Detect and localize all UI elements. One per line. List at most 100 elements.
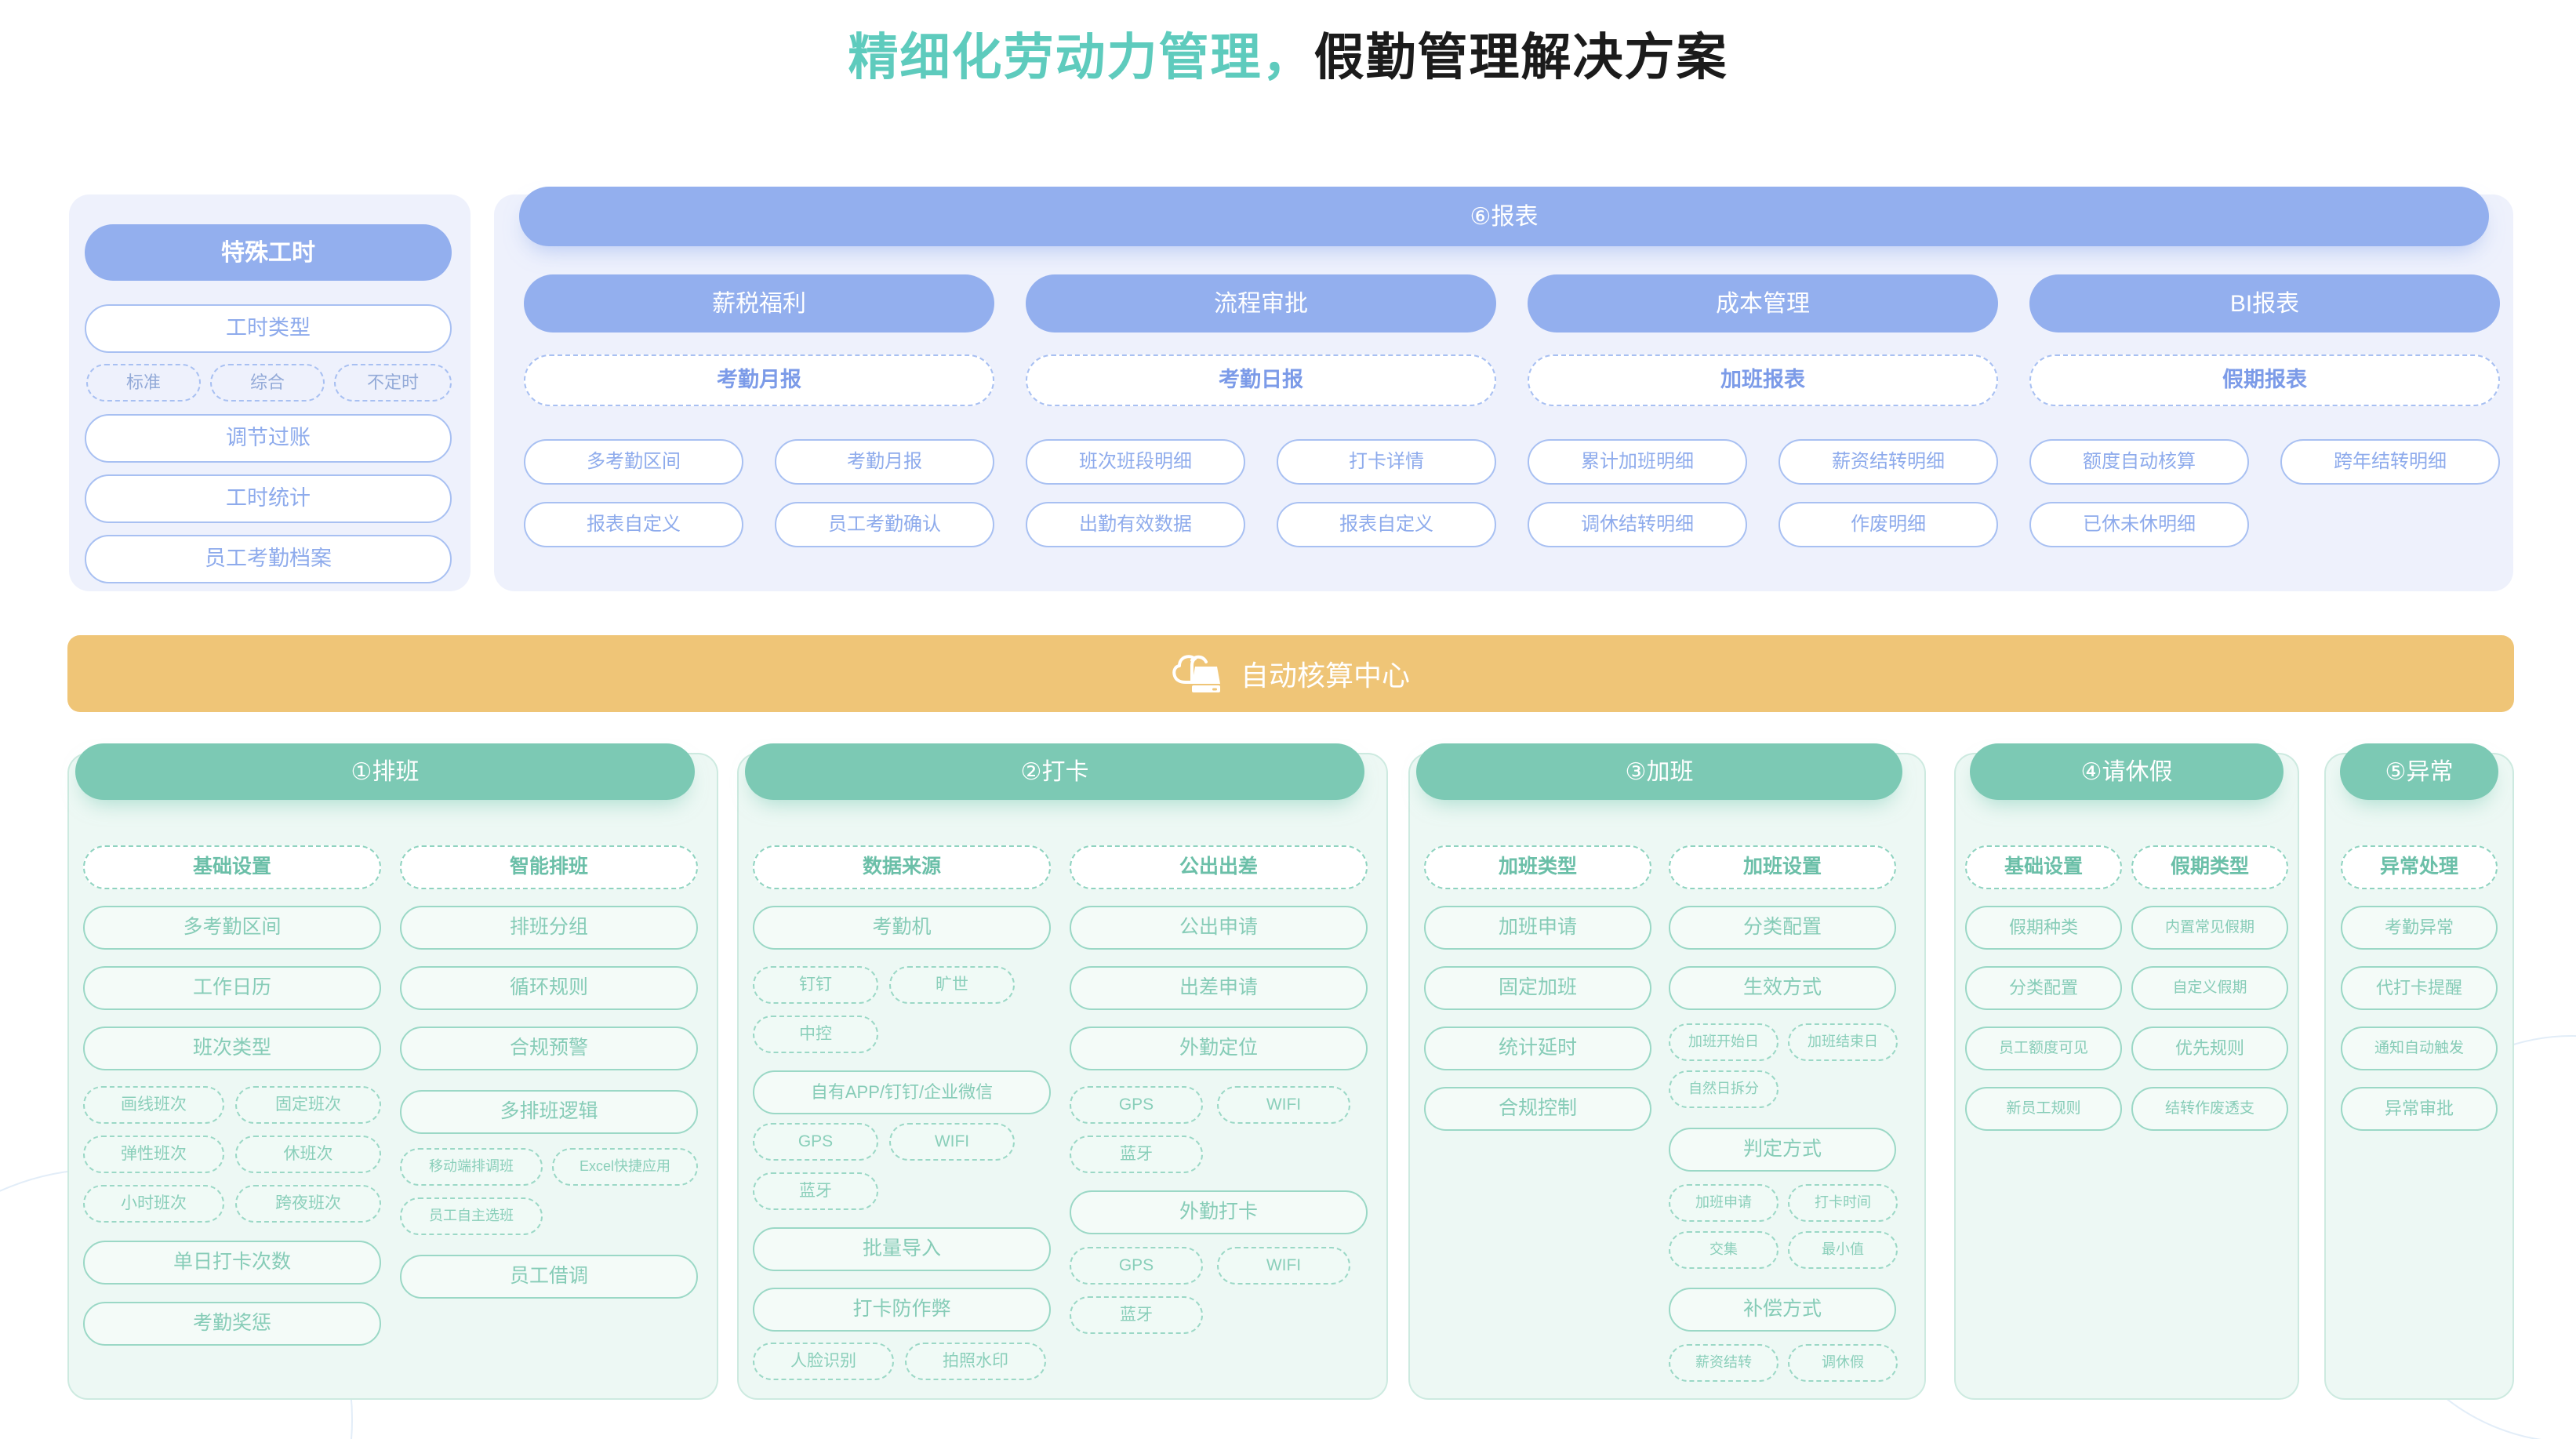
report-category-1[interactable]: 流程审批: [1026, 274, 1496, 332]
leave-left-item-1[interactable]: 分类配置: [1965, 966, 2122, 1010]
leave-left-section[interactable]: 基础设置: [1965, 845, 2122, 889]
overtime-decision-item[interactable]: 判定方式: [1669, 1128, 1896, 1172]
overtime-right-item-0[interactable]: 分类配置: [1669, 906, 1896, 950]
clockin-field-tag-2[interactable]: 蓝牙: [1070, 1296, 1203, 1334]
leave-left-item-0[interactable]: 假期种类: [1965, 906, 2122, 950]
scheduling-right-item-3[interactable]: 多排班逻辑: [400, 1090, 698, 1134]
overtime-right-item-1[interactable]: 生效方式: [1669, 966, 1896, 1010]
overtime-decision-tag-2[interactable]: 交集: [1669, 1231, 1778, 1269]
clockin-trip-item-2[interactable]: 外勤定位: [1070, 1027, 1368, 1070]
clockin-field-tag-0[interactable]: GPS: [1070, 1247, 1203, 1285]
overtime-decision-tag-0[interactable]: 加班申请: [1669, 1184, 1778, 1222]
clockin-trip-tag-2[interactable]: 蓝牙: [1070, 1136, 1203, 1173]
overtime-left-item-1[interactable]: 固定加班: [1424, 966, 1651, 1010]
special-hours-item-0[interactable]: 工时类型: [85, 304, 452, 353]
overtime-compensation-tag-1[interactable]: 调休假: [1788, 1344, 1898, 1382]
leave-left-item-3[interactable]: 新员工规则: [1965, 1087, 2122, 1131]
clockin-trip-tag-1[interactable]: WIFI: [1217, 1086, 1350, 1124]
exception-item-0[interactable]: 考勤异常: [2341, 906, 2498, 950]
report-leaf-r2-4[interactable]: 调休结转明细: [1528, 502, 1747, 547]
report-leaf-r2-3[interactable]: 报表自定义: [1277, 502, 1496, 547]
report-leaf-r1-4[interactable]: 累计加班明细: [1528, 439, 1747, 485]
scheduling-left-tag-5[interactable]: 跨夜班次: [235, 1185, 381, 1223]
scheduling-left-tag-0[interactable]: 画线班次: [83, 1086, 224, 1124]
scheduling-right-tag-0[interactable]: 移动端排调班: [400, 1148, 543, 1186]
overtime-left-section[interactable]: 加班类型: [1424, 845, 1651, 889]
scheduling-left-tag-4[interactable]: 小时班次: [83, 1185, 224, 1223]
clockin-antifraud-tag-1[interactable]: 拍照水印: [905, 1343, 1046, 1380]
report-leaf-r1-0[interactable]: 多考勤区间: [524, 439, 743, 485]
overtime-compensation-tag-0[interactable]: 薪资结转: [1669, 1344, 1778, 1382]
clockin-device-item[interactable]: 考勤机: [753, 906, 1051, 950]
clockin-bulk-import-item[interactable]: 批量导入: [753, 1227, 1051, 1271]
overtime-left-item-2[interactable]: 统计延时: [1424, 1027, 1651, 1070]
overtime-left-item-3[interactable]: 合规控制: [1424, 1087, 1651, 1131]
overtime-right-tag-split[interactable]: 自然日拆分: [1669, 1070, 1778, 1108]
scheduling-right-tag-2[interactable]: 员工自主选班: [400, 1197, 543, 1235]
clockin-trip-tag-0[interactable]: GPS: [1070, 1086, 1203, 1124]
report-leaf-r2-5[interactable]: 作废明细: [1778, 502, 1998, 547]
work-type-tag-0[interactable]: 标准: [86, 364, 201, 402]
clockin-app-tag-1[interactable]: WIFI: [889, 1123, 1015, 1161]
exception-item-2[interactable]: 通知自动触发: [2341, 1027, 2498, 1070]
clockin-device-tag-2[interactable]: 中控: [753, 1016, 878, 1053]
scheduling-left-item-0[interactable]: 多考勤区间: [83, 906, 381, 950]
clockin-field-item[interactable]: 外勤打卡: [1070, 1190, 1368, 1234]
scheduling-left-item2-0[interactable]: 单日打卡次数: [83, 1241, 381, 1285]
clockin-field-tag-1[interactable]: WIFI: [1217, 1247, 1350, 1285]
scheduling-right-item-2[interactable]: 合规预警: [400, 1027, 698, 1070]
report-leaf-r1-5[interactable]: 薪资结转明细: [1778, 439, 1998, 485]
clockin-trip-item-0[interactable]: 公出申请: [1070, 906, 1368, 950]
overtime-right-section[interactable]: 加班设置: [1669, 845, 1896, 889]
work-type-tag-2[interactable]: 不定时: [334, 364, 452, 402]
report-leaf-r2-0[interactable]: 报表自定义: [524, 502, 743, 547]
scheduling-left-item-1[interactable]: 工作日历: [83, 966, 381, 1010]
leave-right-item-0[interactable]: 内置常见假期: [2131, 906, 2288, 950]
scheduling-left-tag-3[interactable]: 休班次: [235, 1136, 381, 1173]
scheduling-right-tag-1[interactable]: Excel快捷应用: [552, 1148, 698, 1186]
report-leaf-r1-1[interactable]: 考勤月报: [775, 439, 994, 485]
scheduling-left-tag-2[interactable]: 弹性班次: [83, 1136, 224, 1173]
overtime-compensation-item[interactable]: 补偿方式: [1669, 1288, 1896, 1332]
clockin-antifraud-item[interactable]: 打卡防作弊: [753, 1288, 1051, 1332]
report-sub-0[interactable]: 考勤月报: [524, 354, 994, 406]
special-hours-item-3[interactable]: 员工考勤档案: [85, 535, 452, 583]
exception-section[interactable]: 异常处理: [2341, 845, 2498, 889]
leave-right-item-3[interactable]: 结转作废透支: [2131, 1087, 2288, 1131]
report-sub-2[interactable]: 加班报表: [1528, 354, 1998, 406]
clockin-app-tag-2[interactable]: 蓝牙: [753, 1172, 878, 1210]
report-leaf-r1-6[interactable]: 额度自动核算: [2029, 439, 2249, 485]
scheduling-right-item-0[interactable]: 排班分组: [400, 906, 698, 950]
report-leaf-r2-1[interactable]: 员工考勤确认: [775, 502, 994, 547]
leave-right-item-1[interactable]: 自定义假期: [2131, 966, 2288, 1010]
exception-item-3[interactable]: 异常审批: [2341, 1087, 2498, 1131]
report-category-0[interactable]: 薪税福利: [524, 274, 994, 332]
report-leaf-r1-2[interactable]: 班次班段明细: [1026, 439, 1245, 485]
overtime-decision-tag-1[interactable]: 打卡时间: [1788, 1184, 1898, 1222]
report-leaf-r1-7[interactable]: 跨年结转明细: [2280, 439, 2500, 485]
report-sub-1[interactable]: 考勤日报: [1026, 354, 1496, 406]
leave-right-section[interactable]: 假期类型: [2131, 845, 2288, 889]
report-leaf-r2-6[interactable]: 已休未休明细: [2029, 502, 2249, 547]
scheduling-right-section[interactable]: 智能排班: [400, 845, 698, 889]
scheduling-left-section[interactable]: 基础设置: [83, 845, 381, 889]
work-type-tag-1[interactable]: 综合: [210, 364, 325, 402]
report-category-2[interactable]: 成本管理: [1528, 274, 1998, 332]
clockin-antifraud-tag-0[interactable]: 人脸识别: [753, 1343, 894, 1380]
clockin-right-section[interactable]: 公出出差: [1070, 845, 1368, 889]
scheduling-left-tag-1[interactable]: 固定班次: [235, 1086, 381, 1124]
report-leaf-r2-2[interactable]: 出勤有效数据: [1026, 502, 1245, 547]
clockin-device-tag-1[interactable]: 旷世: [889, 966, 1015, 1004]
clockin-app-item[interactable]: 自有APP/钉钉/企业微信: [753, 1070, 1051, 1114]
scheduling-left-item-2[interactable]: 班次类型: [83, 1027, 381, 1070]
clockin-app-tag-0[interactable]: GPS: [753, 1123, 878, 1161]
clockin-device-tag-0[interactable]: 钉钉: [753, 966, 878, 1004]
special-hours-item-1[interactable]: 调节过账: [85, 414, 452, 463]
overtime-decision-tag-3[interactable]: 最小值: [1788, 1231, 1898, 1269]
exception-item-1[interactable]: 代打卡提醒: [2341, 966, 2498, 1010]
clockin-trip-item-1[interactable]: 出差申请: [1070, 966, 1368, 1010]
report-sub-3[interactable]: 假期报表: [2029, 354, 2500, 406]
report-leaf-r1-3[interactable]: 打卡详情: [1277, 439, 1496, 485]
special-hours-item-2[interactable]: 工时统计: [85, 474, 452, 523]
scheduling-left-item2-1[interactable]: 考勤奖惩: [83, 1302, 381, 1346]
